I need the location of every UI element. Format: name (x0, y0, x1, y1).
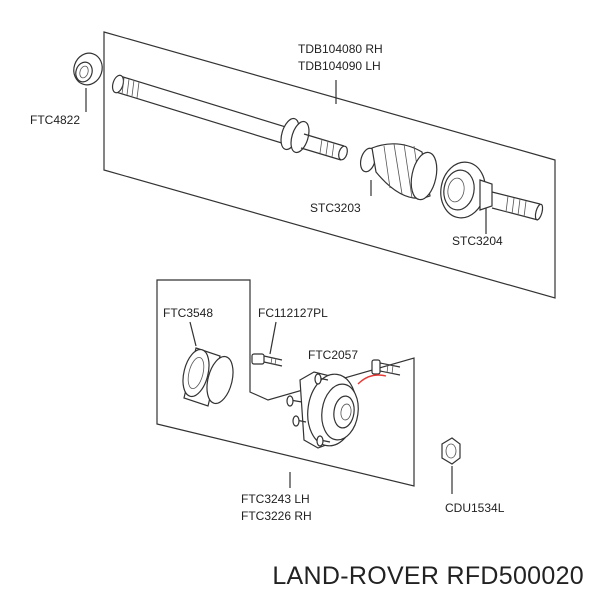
label-stud: FTC2057 (308, 348, 358, 362)
cv-joint-part (440, 161, 544, 221)
oil-seal-part (73, 52, 103, 86)
wheel-stud-part (371, 359, 401, 376)
cv-boot-part (359, 143, 438, 201)
label-shaft-rh: TDB104080 RH (298, 42, 383, 56)
label-bolt: FC112127PL (258, 306, 328, 320)
label-cv-joint: STC3204 (452, 234, 503, 248)
stud-highlight-curve (357, 374, 387, 385)
drive-shaft-part (111, 74, 348, 161)
brand-part-number: LAND-ROVER RFD500020 (272, 562, 584, 590)
hub-nut-part (441, 437, 461, 465)
label-hub-rh: FTC3226 RH (241, 509, 312, 523)
label-boot: STC3203 (310, 201, 361, 215)
label-shaft-lh: TDB104090 LH (298, 59, 381, 73)
wheel-hub-part (286, 371, 359, 449)
label-nut: CDU1534L (445, 501, 505, 515)
bolt-part (251, 353, 283, 367)
label-hub-lh: FTC3243 LH (241, 492, 310, 506)
wheel-bearing-part (182, 347, 234, 407)
label-bearing: FTC3548 (163, 306, 213, 320)
bolt-leader (269, 321, 277, 355)
label-seal: FTC4822 (30, 113, 80, 127)
bearing-leader (189, 321, 197, 347)
driveshaft-panel (103, 31, 556, 299)
